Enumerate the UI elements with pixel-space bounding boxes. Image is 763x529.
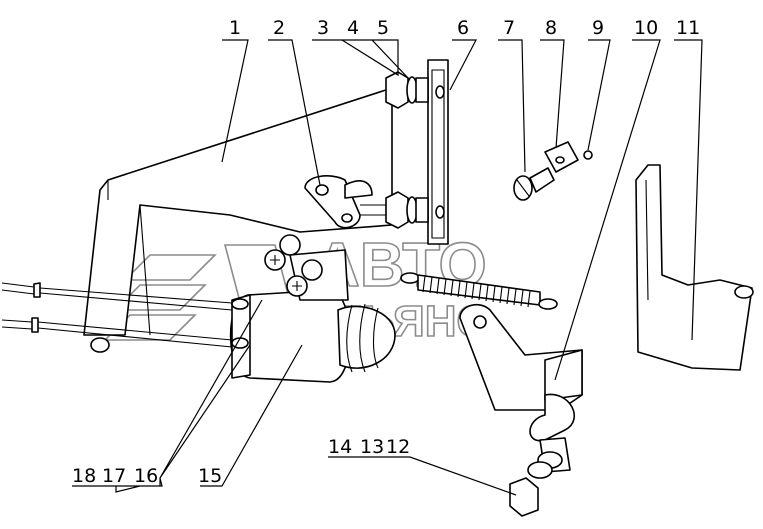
label-8: 8 [545,17,557,39]
label-16: 16 [134,465,158,487]
label-9: 9 [592,17,604,39]
label-14: 14 [328,436,352,458]
tension-spring [400,272,558,310]
label-2: 2 [273,17,285,39]
label-12: 12 [386,436,410,458]
lever-bracket [459,303,583,473]
leader-lines-top [221,39,703,381]
control-cables [1,282,249,349]
part-labels-top: 1 2 3 4 5 6 7 8 9 10 11 [229,17,700,39]
label-11: 11 [676,17,700,39]
label-7: 7 [503,17,515,39]
label-6: 6 [457,17,469,39]
label-15: 15 [198,465,222,487]
top-bolt-assembly [385,71,429,109]
part-labels-bottom: 18 17 16 15 14 13 12 [72,436,410,487]
swivel-clamp [513,141,593,201]
label-5: 5 [377,17,389,39]
label-18: 18 [72,465,96,487]
label-13: 13 [360,436,384,458]
label-10: 10 [634,17,658,39]
label-1: 1 [229,17,241,39]
bottom-bolt-assembly [509,451,563,517]
label-4: 4 [347,17,359,39]
mounting-screws [264,234,323,297]
bracket-plate [83,87,393,353]
lower-bolt-assembly [344,180,429,229]
vertical-strap [427,59,449,245]
label-17: 17 [102,465,126,487]
label-3: 3 [317,17,329,39]
leader-lines-bottom [72,299,517,496]
l-bracket [635,164,754,371]
